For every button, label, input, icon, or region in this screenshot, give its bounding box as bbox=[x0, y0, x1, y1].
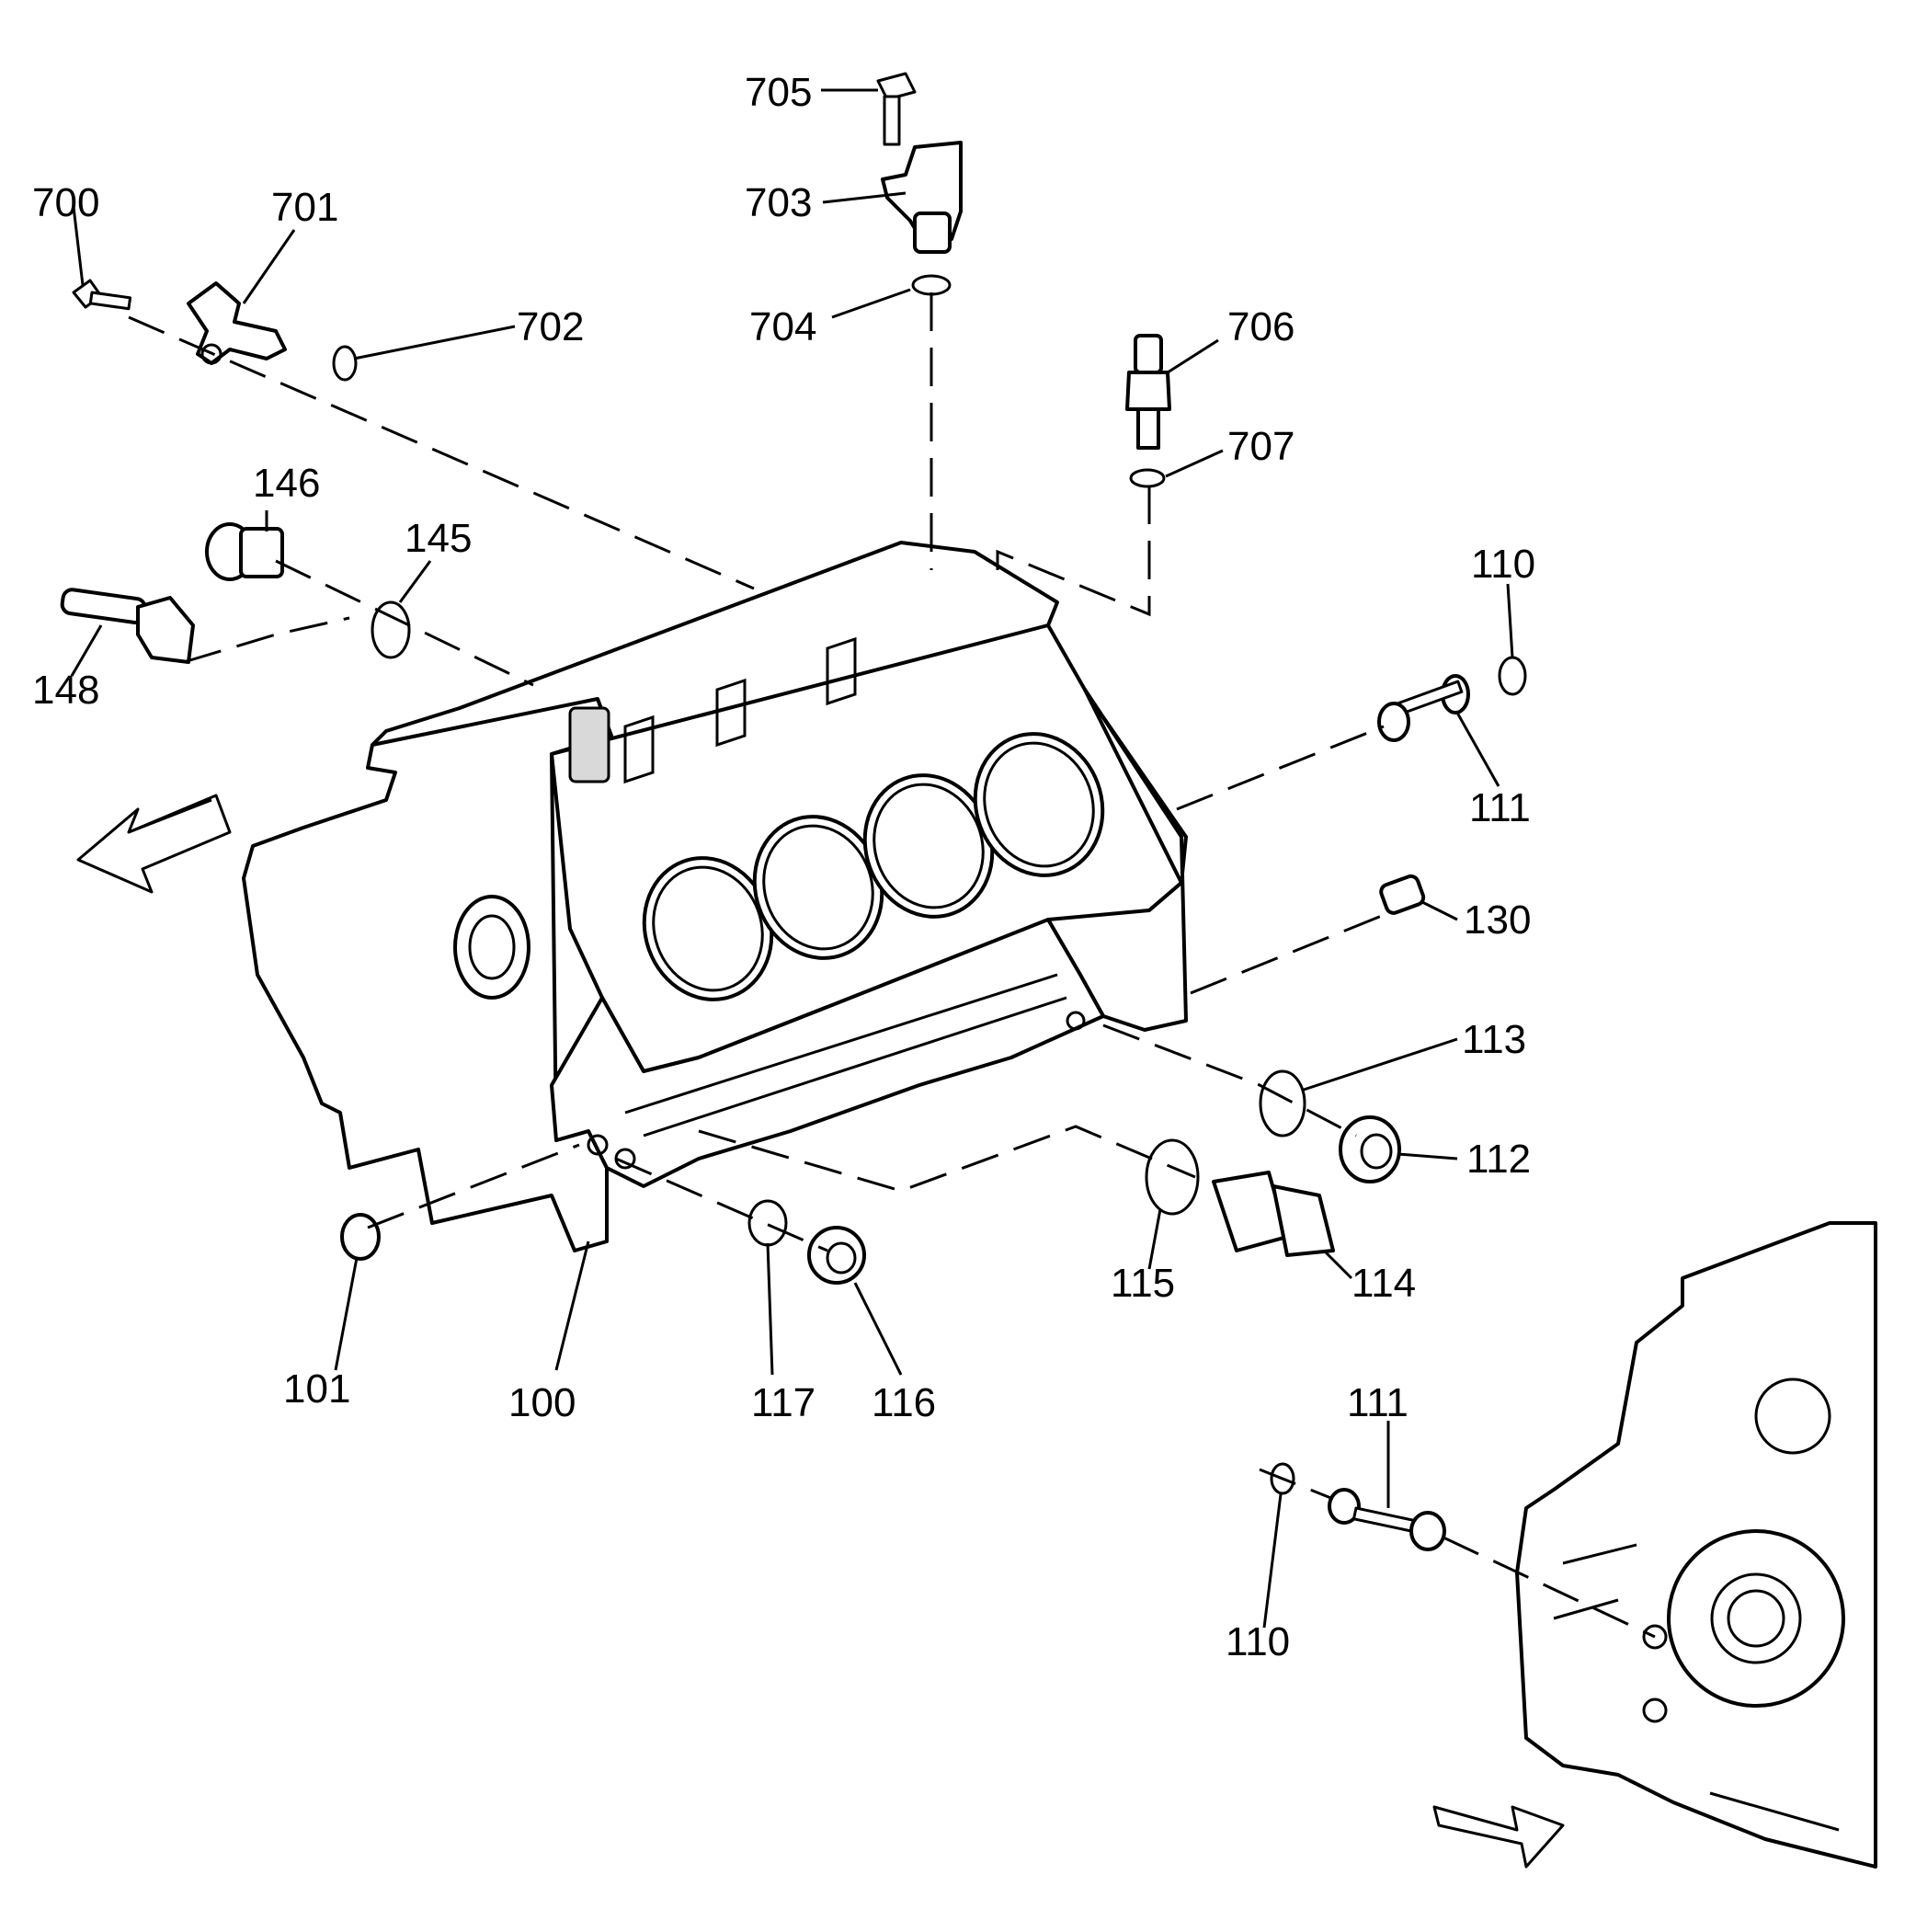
callout-705: 705 bbox=[745, 70, 812, 115]
callout-101: 101 bbox=[283, 1366, 350, 1412]
direction-arrow-icon bbox=[76, 794, 232, 894]
bolt-705 bbox=[876, 72, 917, 146]
sensor-703 bbox=[881, 141, 963, 254]
callout-703: 703 bbox=[745, 180, 812, 225]
seal-113 bbox=[1259, 1069, 1306, 1137]
callout-116: 116 bbox=[872, 1380, 936, 1425]
ring-145 bbox=[371, 600, 411, 659]
sensor-114 bbox=[1212, 1171, 1335, 1257]
callout-700: 700 bbox=[32, 180, 99, 225]
assembly-lines bbox=[128, 292, 1656, 1639]
plug-101 bbox=[340, 1213, 381, 1261]
callout-112: 112 bbox=[1466, 1137, 1531, 1182]
callout-706: 706 bbox=[1227, 304, 1294, 349]
callout-110-bottom: 110 bbox=[1226, 1619, 1290, 1664]
callout-145: 145 bbox=[405, 516, 472, 561]
callout-130: 130 bbox=[1464, 897, 1531, 943]
plug-146 bbox=[205, 522, 284, 581]
callout-148: 148 bbox=[32, 668, 99, 713]
plug-116 bbox=[807, 1226, 866, 1285]
callout-113: 113 bbox=[1462, 1017, 1526, 1062]
callout-702: 702 bbox=[517, 304, 584, 349]
sensor-701 bbox=[187, 281, 287, 365]
callout-704: 704 bbox=[749, 304, 816, 349]
callout-114: 114 bbox=[1351, 1261, 1416, 1306]
engine-block bbox=[242, 541, 1188, 1252]
o-ring-704 bbox=[911, 274, 952, 296]
sensor-148 bbox=[60, 588, 195, 664]
plug-112 bbox=[1339, 1115, 1401, 1183]
callout-111-bottom: 111 bbox=[1347, 1380, 1408, 1425]
seal-115 bbox=[1145, 1138, 1200, 1216]
callout-111-top: 111 bbox=[1469, 785, 1531, 830]
pin-111-bottom bbox=[1328, 1488, 1446, 1551]
bolt-700 bbox=[72, 279, 132, 311]
engine-block-rear-view bbox=[1515, 1221, 1877, 1869]
callout-701: 701 bbox=[271, 185, 338, 230]
o-ring-110-top bbox=[1498, 656, 1527, 696]
callout-100: 100 bbox=[508, 1380, 576, 1425]
dowel-130 bbox=[1379, 874, 1426, 915]
pin-111-top bbox=[1377, 674, 1470, 742]
callout-115: 115 bbox=[1111, 1261, 1175, 1306]
direction-arrow-icon bbox=[1432, 1805, 1565, 1869]
sensor-706 bbox=[1125, 334, 1171, 450]
callout-labels: 700 701 702 705 703 704 706 707 146 145 … bbox=[32, 70, 1535, 1664]
washer-707 bbox=[1129, 468, 1166, 488]
callout-110-top: 110 bbox=[1471, 542, 1535, 587]
callout-146: 146 bbox=[253, 461, 320, 506]
callout-707: 707 bbox=[1227, 424, 1294, 469]
leader-lines bbox=[70, 88, 1514, 1629]
seal-117 bbox=[747, 1199, 788, 1247]
callout-117: 117 bbox=[751, 1380, 815, 1425]
o-ring-702 bbox=[332, 345, 358, 382]
